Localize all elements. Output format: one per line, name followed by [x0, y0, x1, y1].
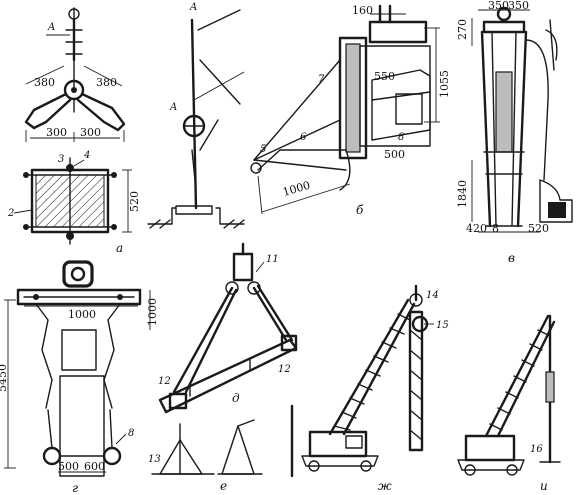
pile-leader — [408, 310, 424, 452]
callout-12-left: 12 — [158, 376, 171, 387]
crane-boom — [328, 298, 416, 436]
panel-v-casing: 350 350 270 1840 420 8 520 в — [456, 0, 573, 265]
panel-b-jaw-gripper: 1000 160 550 1055 500 5 6 7 8 б — [250, 4, 451, 217]
dim-5450: 5450 — [0, 364, 9, 392]
callout-7: 7 — [318, 74, 325, 85]
panel-e-slings: 13 е — [148, 404, 294, 493]
panel-label-d: д — [232, 391, 240, 405]
panel-label-a: а — [116, 241, 123, 255]
panel-label-i: и — [540, 479, 548, 493]
crane-cab — [308, 430, 368, 458]
dim-350-right: 350 — [508, 0, 529, 12]
clamp-wheel-right — [102, 446, 122, 466]
callout-3: 3 — [58, 154, 64, 165]
panel-i-crane: 16 и — [457, 314, 561, 493]
left-arm — [24, 92, 72, 130]
boom-pivot — [250, 162, 262, 174]
panel-label-e: е — [220, 479, 227, 493]
dim-160: 160 — [352, 4, 373, 17]
dim-height-520: 520 — [128, 191, 141, 212]
panel-label-b: б — [356, 203, 364, 217]
dim-420: 420 — [466, 222, 487, 235]
dim-550: 550 — [374, 70, 395, 83]
crane-i-boom — [484, 314, 556, 438]
right-arm — [76, 92, 126, 132]
left-cable — [35, 303, 53, 409]
callout-5: 5 — [260, 144, 266, 155]
dim-arm-right: 380 — [96, 76, 117, 89]
dim-350-left: 350 — [488, 0, 509, 12]
dim-arm-left: 380 — [34, 76, 55, 89]
vibrator-motor — [539, 179, 573, 223]
callout-8-g: 8 — [128, 428, 134, 439]
inner-pile — [495, 71, 513, 153]
callout-15: 15 — [436, 320, 449, 331]
dim-500: 500 — [384, 148, 405, 161]
section-marker-a: A — [47, 22, 55, 33]
dim-1000: 1000 — [281, 179, 311, 199]
casing-walls — [480, 30, 528, 228]
dim-600: 600 — [84, 460, 105, 473]
lifting-eye — [62, 260, 94, 288]
mast-foot — [175, 205, 213, 215]
callout-13: 13 — [148, 454, 161, 465]
panel-label-g: г — [72, 481, 78, 495]
crane-tracks — [301, 455, 379, 467]
panel-a-gripper-plan: 380 380 300 300 A — [24, 7, 126, 142]
gripper-box — [359, 45, 431, 147]
panel-d-traverse: 11 12 12 д — [158, 242, 298, 414]
dim-1000-v: 1000 — [146, 298, 159, 326]
callout-4: 4 — [83, 150, 90, 161]
traverse-hook-block — [232, 252, 254, 282]
panel-g-pile-gripper: 1000 1000 5450 500 600 8 г — [0, 260, 159, 495]
panel-label-v: в — [508, 251, 515, 265]
dim-500: 500 — [58, 460, 79, 473]
section-marker-a-mid: A — [169, 102, 177, 113]
callout-11: 11 — [266, 254, 279, 265]
callout-6: 6 — [300, 132, 307, 143]
long-pile — [59, 375, 105, 477]
sling-right — [252, 286, 288, 342]
boom-strut — [253, 59, 341, 161]
sling-triangle — [159, 439, 203, 475]
callout-8: 8 — [398, 132, 404, 143]
sling-triangle-2 — [221, 425, 255, 475]
dim-base-left: 300 — [46, 126, 67, 139]
dim-520: 520 — [528, 222, 549, 235]
crane-i-tracks — [457, 459, 525, 471]
panel-label-zh: ж — [378, 479, 392, 493]
callout-16: 16 — [530, 444, 543, 455]
gripper-column — [338, 36, 368, 160]
panel-a-mast-side: A A — [147, 2, 245, 229]
dim-8: 8 — [492, 222, 499, 235]
dim-1840: 1840 — [456, 180, 469, 208]
callout-12-right: 12 — [278, 364, 291, 375]
callout-14: 14 — [426, 290, 439, 301]
section-marker-a-top: A — [189, 2, 197, 13]
panel-zh-crane: 14 15 ж — [301, 284, 449, 493]
dim-base-right: 300 — [80, 126, 101, 139]
crane-i-cab — [464, 434, 516, 462]
dim-270: 270 — [456, 19, 469, 40]
sling-left — [172, 286, 234, 394]
callout-2: 2 — [7, 208, 14, 219]
dim-1000-h: 1000 — [68, 308, 96, 321]
right-cable — [103, 303, 121, 409]
top-eye — [496, 6, 512, 22]
top-beam — [16, 288, 142, 306]
panel-a-clamp-frame: 520 2 3 4 а — [7, 150, 141, 255]
traverse-beam — [158, 338, 298, 414]
dim-1055: 1055 — [438, 70, 451, 98]
